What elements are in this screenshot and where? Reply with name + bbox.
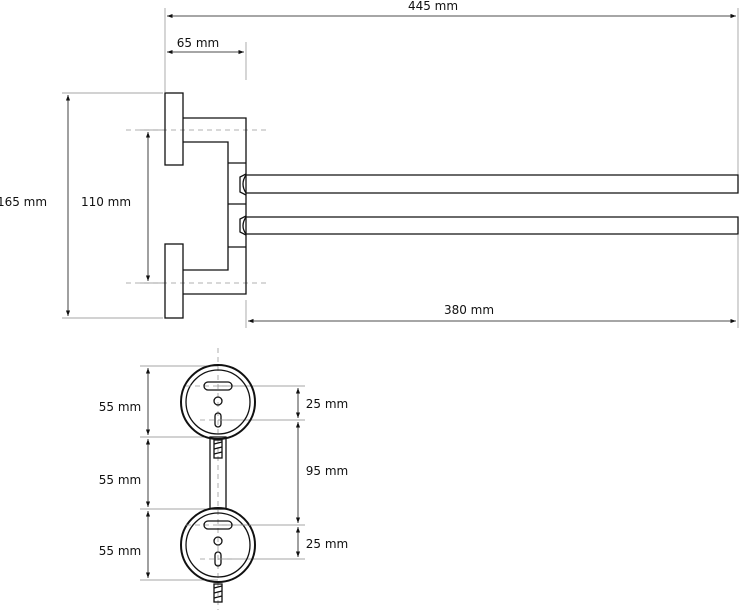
label-lower-plate: 55 mm <box>99 544 141 558</box>
label-mount-spacing: 110 mm <box>81 195 131 209</box>
dimension-base-width: 65 mm <box>167 36 247 80</box>
dimension-mount-spacing: 110 mm <box>81 129 165 284</box>
label-total-height: 165 mm <box>0 195 47 209</box>
dimension-arm-length: 380 mm <box>245 235 739 328</box>
bracket <box>183 117 247 295</box>
label-middle: 55 mm <box>99 473 141 487</box>
label-lower-hole: 25 mm <box>306 537 348 551</box>
side-view: 445 mm 65 mm 165 mm 110 mm 380 mm <box>0 0 739 328</box>
label-upper-hole: 25 mm <box>306 397 348 411</box>
upper-arm <box>242 174 739 194</box>
upper-wall-plate <box>164 92 184 166</box>
dimension-middle: 55 mm <box>99 439 151 507</box>
label-base-width: 65 mm <box>177 36 219 50</box>
dimension-upper-plate: 55 mm <box>99 368 151 435</box>
towel-arms <box>242 174 739 235</box>
dimension-total-height: 165 mm <box>0 92 163 319</box>
upper-round-plate <box>180 364 256 440</box>
dimension-lower-plate: 55 mm <box>99 511 151 578</box>
dimension-total-width: 445 mm <box>164 0 739 175</box>
label-arm-length: 380 mm <box>444 303 494 317</box>
upper-screw <box>213 439 223 459</box>
lower-wall-plate <box>164 243 184 319</box>
front-view: 55 mm 55 mm 55 mm 25 mm 95 mm 25 mm <box>99 348 348 610</box>
lower-screw <box>213 583 223 603</box>
dimension-lower-hole: 25 mm <box>295 527 348 557</box>
label-total-width: 445 mm <box>408 0 458 13</box>
dimension-upper-hole: 25 mm <box>295 388 348 418</box>
lower-round-plate <box>180 507 256 583</box>
dimension-hole-spacing: 95 mm <box>295 422 348 523</box>
lower-arm <box>242 216 739 235</box>
label-upper-plate: 55 mm <box>99 400 141 414</box>
label-hole-spacing: 95 mm <box>306 464 348 478</box>
